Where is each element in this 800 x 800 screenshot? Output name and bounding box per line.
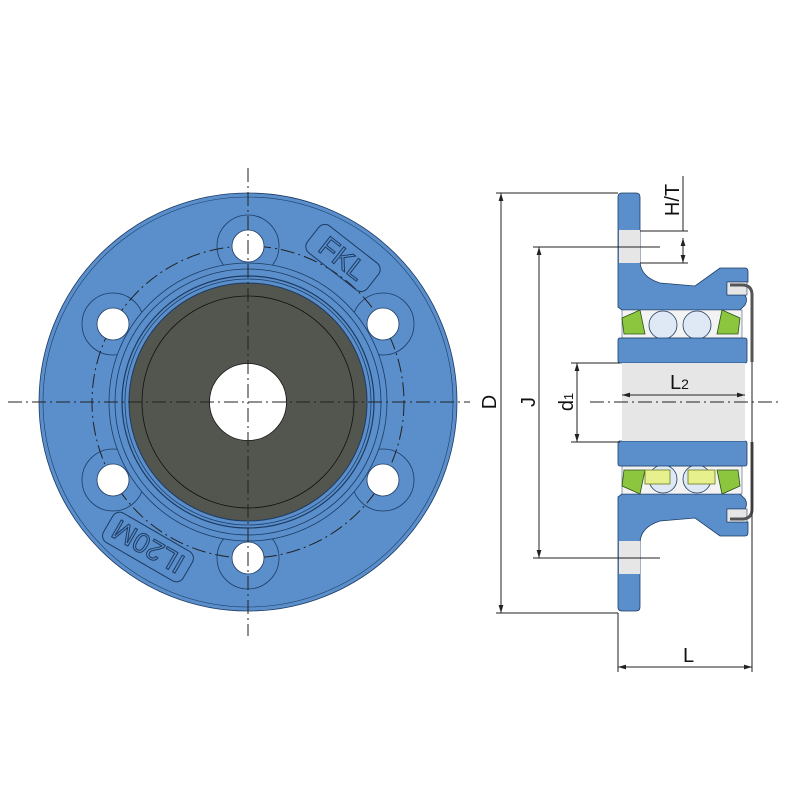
- dim-d1-label: d1: [556, 393, 578, 411]
- front-view: FKL IL20M: [8, 168, 470, 636]
- ball: [648, 310, 678, 340]
- section-half: [617, 192, 754, 402]
- dim-L2-label: L2: [670, 372, 689, 394]
- dim-D-label: D: [479, 395, 501, 409]
- seal-cover: [730, 283, 754, 362]
- dim-J-label: J: [518, 397, 540, 407]
- section-view: [590, 192, 780, 612]
- dim-L-label: L: [683, 645, 694, 667]
- cages: [644, 469, 716, 485]
- inner-ring: [617, 337, 748, 364]
- section-half-mirror: [617, 402, 754, 612]
- dimensions: D J d1 L2 H/T L: [479, 176, 753, 672]
- seal: [621, 309, 646, 335]
- dim-HT-label: H/T: [662, 184, 684, 216]
- ball: [682, 310, 712, 340]
- seal: [716, 309, 741, 335]
